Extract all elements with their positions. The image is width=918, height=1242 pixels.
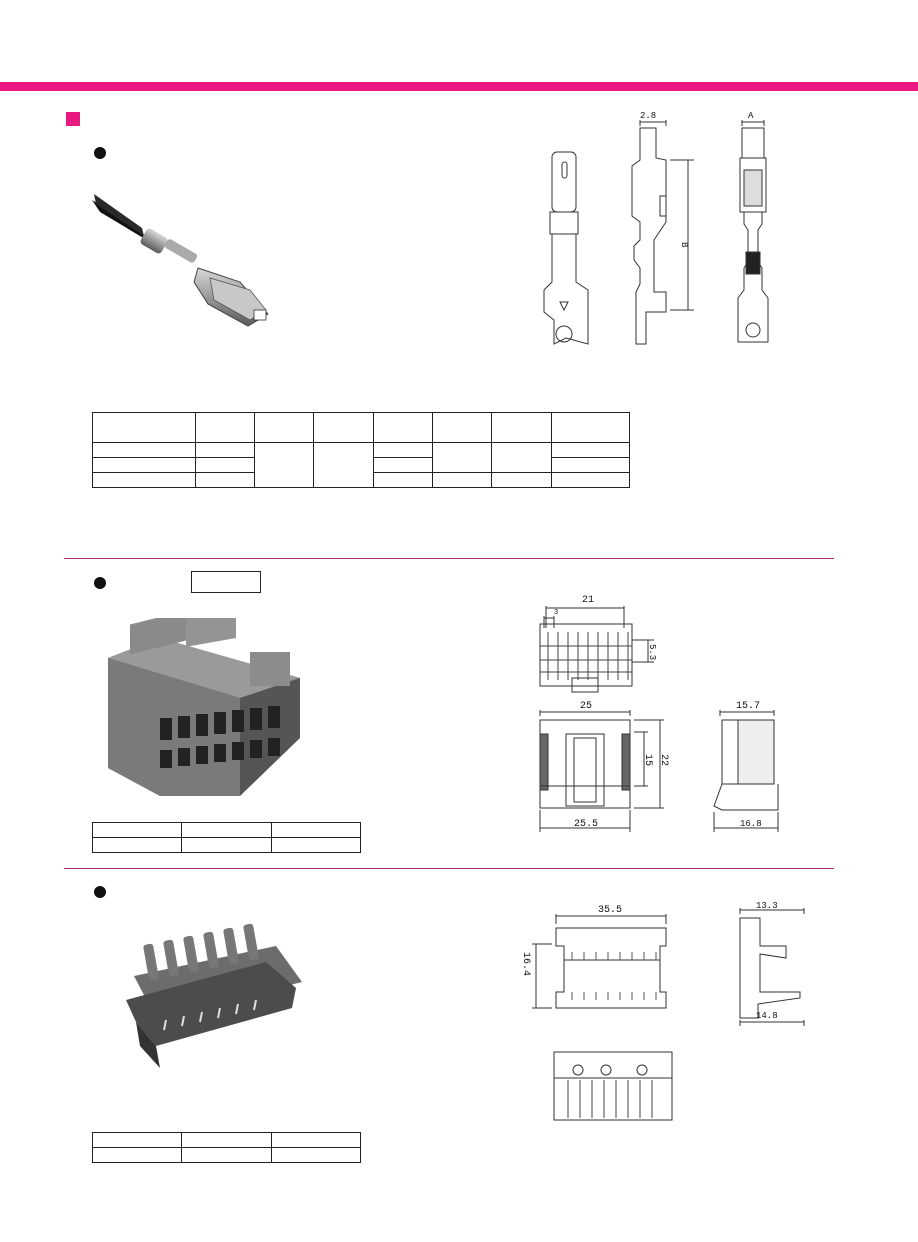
- section-marker-square: [66, 112, 80, 126]
- dim-16-4-label: 16.4: [520, 952, 531, 976]
- dim-13-3-label: 13.3: [756, 901, 778, 911]
- table-cell: [270, 822, 362, 838]
- table-cell: [91, 822, 183, 838]
- terminal-photo: [90, 186, 290, 336]
- section-divider: [64, 868, 834, 869]
- dim-16-8-label: 16.8: [740, 819, 762, 829]
- table-cell: [372, 472, 433, 488]
- table-row: [91, 1147, 362, 1163]
- dim-14-8-label: 14.8: [756, 1011, 778, 1021]
- table-cell: [270, 837, 362, 853]
- dim-25-5-label: 25.5: [574, 819, 598, 830]
- table-cell: [550, 412, 631, 443]
- table-cell: [431, 472, 493, 488]
- header-photo: [126, 922, 302, 1068]
- housing-label-box: [191, 571, 261, 593]
- table-row: [92, 412, 631, 443]
- table-cell: [550, 442, 631, 458]
- terminal-spec-table: [92, 412, 631, 488]
- housing-spec-table: [91, 822, 362, 853]
- table-cell: [92, 472, 196, 488]
- table-cell: [550, 472, 631, 488]
- table-cell: [372, 412, 433, 443]
- table-cell: [181, 1132, 272, 1148]
- terminal-technical-drawing: 2.8 A B: [530, 112, 790, 352]
- dim-15-label: 15: [642, 754, 653, 766]
- table-cell: [181, 837, 272, 853]
- dim-21-label: 21: [582, 595, 594, 606]
- table-cell: [491, 442, 552, 473]
- table-row: [91, 1132, 362, 1148]
- housing-technical-drawing: 21 3 5.3 25 15 22 25.5 15.7 16.8: [514, 588, 804, 840]
- table-cell: [372, 442, 433, 458]
- dim-22-label: 22: [658, 754, 669, 766]
- table-cell: [313, 442, 374, 488]
- table-cell: [194, 442, 255, 458]
- table-cell: [91, 837, 183, 853]
- terminal-bullet: [94, 147, 106, 159]
- table-cell: [491, 412, 552, 443]
- housing-photo: [100, 598, 300, 796]
- table-cell: [253, 442, 315, 488]
- dim-15-7-label: 15.7: [736, 701, 760, 712]
- table-cell: [194, 472, 255, 488]
- table-cell: [91, 1147, 183, 1163]
- table-cell: [270, 1147, 362, 1163]
- housing-bullet: [94, 577, 106, 589]
- section-divider: [64, 558, 834, 559]
- header-bullet: [94, 886, 106, 898]
- dim-b-label: B: [679, 242, 689, 248]
- table-cell: [181, 1147, 272, 1163]
- header-technical-drawing: 35.5 16.4 13.3 14.8: [510, 900, 810, 1128]
- table-cell: [92, 442, 196, 458]
- table-row: [91, 837, 362, 853]
- table-cell: [550, 457, 631, 473]
- dim-35-5-label: 35.5: [598, 905, 622, 916]
- table-row: [91, 822, 362, 838]
- dim-2-8-label: 2.8: [640, 112, 656, 121]
- table-cell: [431, 442, 493, 473]
- table-cell: [194, 457, 255, 473]
- dim-5-3-label: 5.3: [647, 644, 657, 660]
- header-spec-table: [91, 1132, 362, 1163]
- table-cell: [431, 412, 493, 443]
- table-cell: [491, 472, 552, 488]
- table-row: [92, 442, 631, 488]
- table-cell: [253, 412, 315, 443]
- dim-a-label: A: [748, 112, 754, 121]
- table-cell: [313, 412, 374, 443]
- table-cell: [194, 412, 255, 443]
- header-accent-band: [0, 82, 918, 91]
- table-cell: [270, 1132, 362, 1148]
- table-cell: [181, 822, 272, 838]
- dim-25-label: 25: [580, 701, 592, 712]
- table-cell: [92, 457, 196, 473]
- table-cell: [372, 457, 433, 473]
- dim-3-label: 3: [554, 609, 558, 617]
- table-row: [92, 472, 631, 488]
- table-cell: [91, 1132, 183, 1148]
- table-cell: [92, 412, 196, 443]
